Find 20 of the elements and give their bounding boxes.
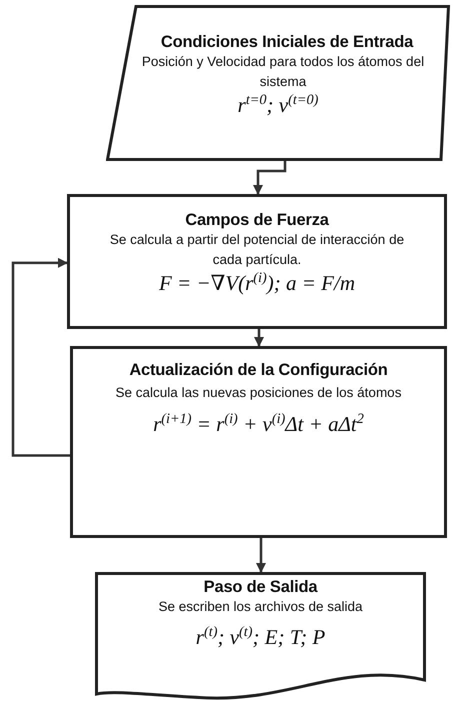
node-description: Posición y Velocidad para todos los átomos del sistema [140,53,426,91]
formula: r$^{t=0}$; v$^{(t=0)}$ [238,91,318,120]
process-box [67,194,447,329]
node-description: Se escriben los archivos de salida [158,598,363,616]
input-parallelogram [106,5,450,161]
arrow [256,538,266,573]
node-description: Se calcula a partir del potencial de interacción de cada partícula. [108,231,406,269]
formula: r$^{(t)}$; v$^{(t)}$; E; T; P [196,622,326,651]
arrow [254,329,264,347]
formula: F = −∇V(r$^{(i)}$); a = F/m [158,269,356,298]
process-box [70,346,447,538]
arrow [253,161,286,195]
arrow [12,258,70,457]
node-description: Se calcula las nuevas posiciones de los átomos [114,384,402,402]
node-heading: Paso de Salida [204,578,318,597]
formula: r$^{(i+1)}$ = r$^{(i)}$ + v$^{(i)}$Δt + aΔt$^{2}$ [153,410,364,438]
node-heading: Condiciones Iniciales de Entrada [160,33,414,52]
document-shape [95,572,426,702]
node-heading: Campos de Fuerza [185,211,329,230]
node-heading: Actualización de la Configuración [129,361,388,380]
